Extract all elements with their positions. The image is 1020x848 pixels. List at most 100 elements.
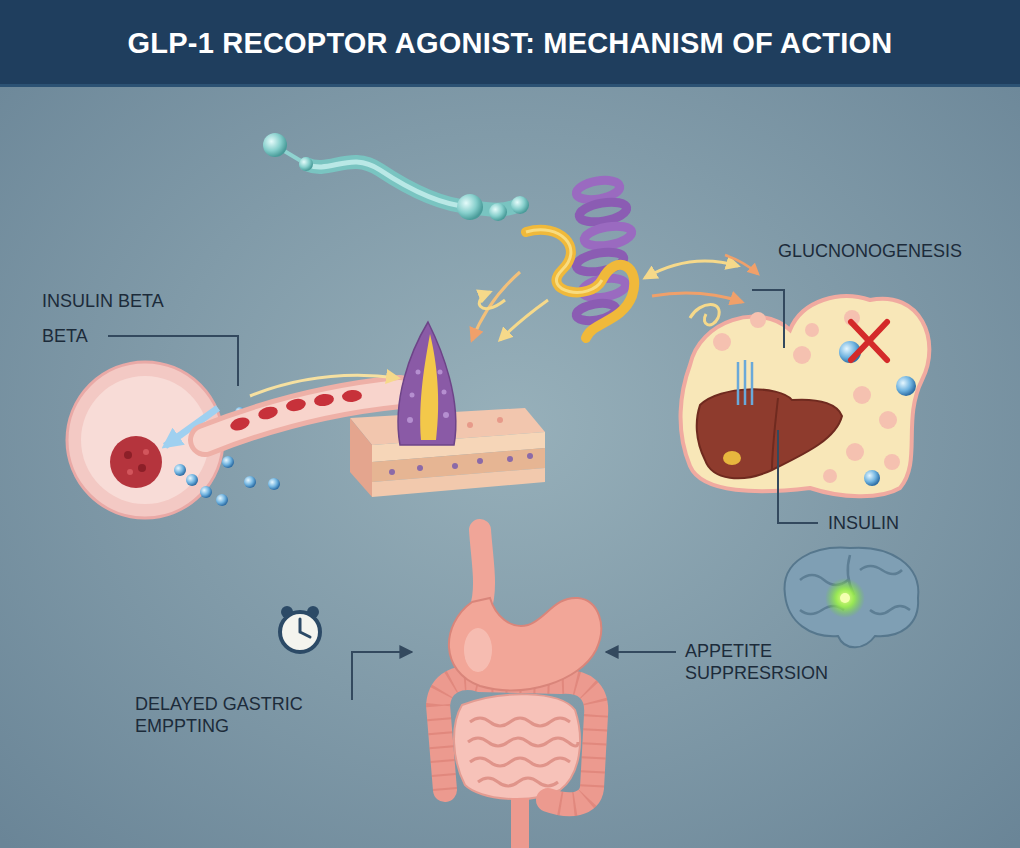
liver-part <box>738 360 752 405</box>
intestinal-tissue-part <box>389 469 395 475</box>
liver-pancreas-region-part <box>884 454 900 470</box>
liver-part <box>697 389 842 478</box>
brain-part <box>840 593 850 603</box>
insulin-granules-part <box>216 494 228 506</box>
intestines-part <box>438 678 596 804</box>
glp1-molecule-part <box>489 203 507 221</box>
insulin-granules-part <box>200 486 212 498</box>
intestinal-tissue-part <box>452 463 458 469</box>
insulin-granules-part <box>244 476 256 488</box>
beta-cell-part <box>127 469 133 475</box>
l-cell-part <box>398 322 456 445</box>
leader-lines-part <box>108 336 238 386</box>
signal-arrows-part <box>500 300 548 340</box>
clock-icon-part <box>300 619 310 637</box>
intestinal-tissue-part <box>527 453 533 459</box>
callout-label: GLUCNONOGENESIS <box>778 240 962 262</box>
l-cell-part <box>443 412 449 418</box>
signal-arrows-part <box>690 305 719 325</box>
liver-pancreas-region-part <box>879 411 897 429</box>
liver-pancreas-region-part <box>853 386 871 404</box>
glp1-receptor-part <box>526 230 634 338</box>
glp1-molecule-part <box>511 196 529 214</box>
intestines-part <box>438 678 596 804</box>
stomach-part <box>449 598 601 690</box>
insulin-granules-part <box>268 478 280 490</box>
blood-vessel-part <box>257 405 279 422</box>
liver <box>697 360 842 478</box>
intestinal-tissue-part <box>350 418 372 497</box>
leader-lines-part <box>352 652 412 700</box>
beta-cell-part <box>138 464 146 472</box>
blood-vessel-part <box>229 415 252 433</box>
l-cell-part <box>438 370 443 375</box>
callout-label: INSULIN <box>828 512 899 534</box>
liver-pancreas-region-part <box>864 470 880 486</box>
brain <box>785 548 919 648</box>
leader-lines-part <box>778 430 818 523</box>
intestinal-tissue-part <box>477 458 483 464</box>
stomach-part <box>480 530 484 610</box>
signal-arrows-part <box>725 255 758 274</box>
insulin-granules-part <box>174 464 186 476</box>
intestinal-tissue-part <box>467 422 473 428</box>
beta-cell-part <box>110 436 162 488</box>
l-cell-part <box>410 393 415 398</box>
intestines-part <box>454 694 580 799</box>
liver-pancreas-region-part <box>823 469 837 483</box>
l-cell <box>398 322 456 445</box>
blood-vessel-part <box>250 375 398 396</box>
diagram-title: GLP-1 RECOPTOR AGONIST: MECHANISM OF ACT… <box>0 0 1020 86</box>
insulin-granules-part <box>186 474 198 486</box>
leader-lines <box>108 290 818 700</box>
glp1-receptor-part <box>526 230 602 293</box>
intestinal-tissue-part <box>497 417 503 423</box>
liver-pancreas-region-part <box>793 346 811 364</box>
blood-vessel-part <box>342 389 363 403</box>
signal-arrows-part <box>645 261 738 278</box>
callout-label: BETA <box>42 325 88 347</box>
signal-arrows-part <box>479 292 505 309</box>
glp1-molecule-part <box>306 162 470 207</box>
title-bar-part <box>0 0 1020 86</box>
l-cell-part <box>442 390 447 395</box>
liver-pancreas-region-part <box>896 376 916 396</box>
liver-pancreas-region-part <box>713 333 731 351</box>
glp1-molecule-part <box>306 162 518 210</box>
beta-cell-part <box>143 449 149 455</box>
brain-part <box>785 548 919 648</box>
inhibition-mark <box>851 322 887 360</box>
intestines-part <box>511 798 529 848</box>
leader-lines-part <box>752 290 784 348</box>
beta-cell-part <box>124 451 132 459</box>
intestines <box>438 678 596 848</box>
glp1-molecule <box>263 133 529 221</box>
clock-icon <box>280 606 320 652</box>
callout-label: APPETITE SUPPRESRSION <box>685 640 845 684</box>
intestinal-tissue-part <box>372 468 545 497</box>
glp1-receptor-part <box>583 223 633 249</box>
leader-lines-part <box>606 651 676 653</box>
blood-vessel-part <box>285 397 307 413</box>
stomach-part <box>464 628 492 672</box>
callout-label: DELAYED GASTRIC EMPPTING <box>135 693 335 737</box>
glp1-receptor <box>526 177 634 338</box>
glp1-molecule-part <box>457 194 483 220</box>
stomach <box>449 530 601 690</box>
intestinal-tissue-part <box>417 465 423 471</box>
brain-part <box>825 578 865 618</box>
title-bar <box>0 0 1020 87</box>
intestinal-tissue-part <box>507 456 513 462</box>
l-cell-part <box>407 417 413 423</box>
glp1-receptor-part <box>578 199 628 225</box>
clock-icon-part <box>280 612 320 652</box>
liver-pancreas-region <box>681 296 930 496</box>
liver-pancreas-region-part <box>681 296 930 496</box>
signal-arrows-part <box>652 293 742 302</box>
l-cell-part <box>416 370 421 375</box>
liver-part <box>723 451 741 465</box>
liver-pancreas-region-part <box>805 323 819 337</box>
l-cell-part <box>420 334 438 440</box>
